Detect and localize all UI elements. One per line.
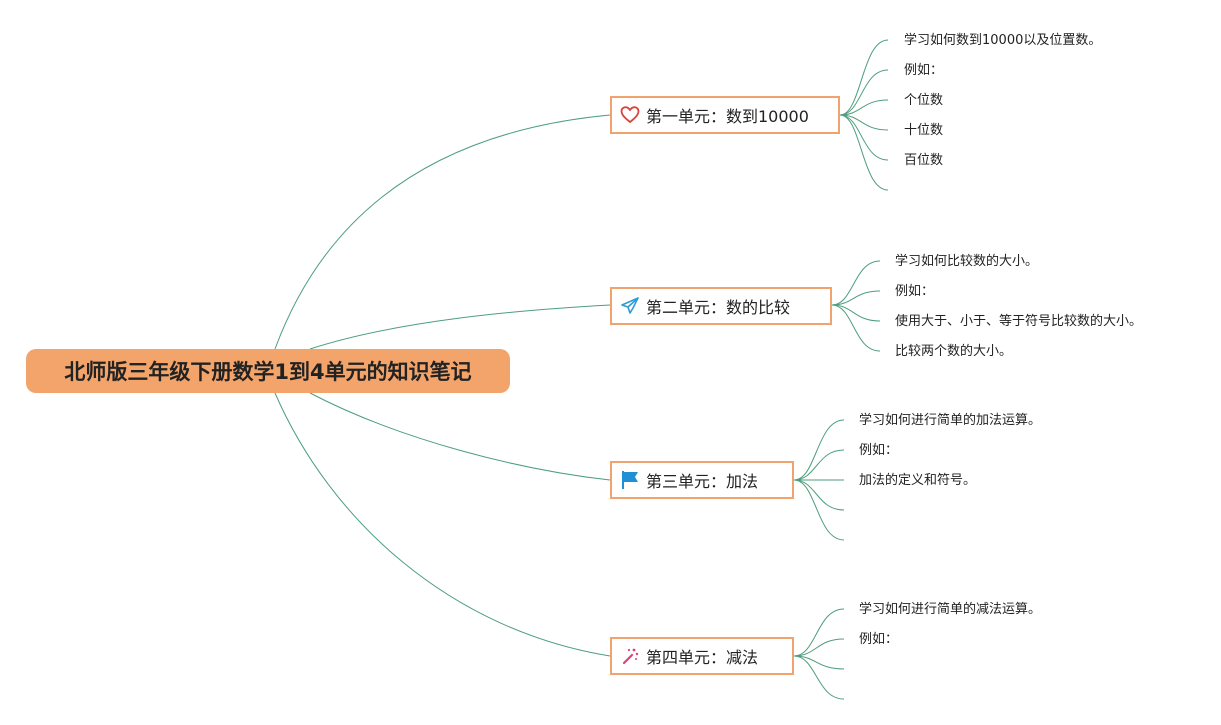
unit-2-item-1[interactable]: 学习如何比较数的大小。 — [895, 254, 1039, 269]
unit-4-topic[interactable]: 第四单元：减法 — [610, 637, 794, 675]
root-topic[interactable]: 北师版三年级下册数学1到4单元的知识笔记 — [26, 349, 510, 393]
magic-wand-icon — [620, 646, 640, 666]
paper-plane-icon — [620, 296, 640, 316]
link-unit-2-leaf-1 — [831, 260, 881, 306]
unit-1-item-2[interactable]: 例如： — [904, 63, 944, 78]
unit-1-item-4[interactable]: 十位数 — [904, 123, 944, 138]
link-unit-4-leaf-4 — [793, 655, 845, 700]
link-root-unit-1 — [274, 114, 611, 350]
link-root-unit-3 — [309, 392, 611, 481]
unit-2-label: 第二单元：数的比较 — [646, 298, 791, 317]
unit-2-item-4[interactable]: 比较两个数的大小。 — [895, 344, 1013, 359]
link-unit-3-leaf-5 — [793, 479, 845, 541]
link-unit-3-leaf-4 — [793, 479, 845, 511]
unit-3-item-3[interactable]: 加法的定义和符号。 — [859, 473, 977, 488]
unit-4-item-2[interactable]: 例如： — [859, 632, 899, 647]
flag-icon — [620, 470, 640, 490]
link-root-unit-2 — [309, 304, 611, 350]
unit-1-topic[interactable]: 第一单元：数到10000 — [610, 96, 840, 134]
link-unit-2-leaf-4 — [831, 304, 881, 352]
link-unit-2-leaf-2 — [831, 290, 881, 306]
unit-3-item-1[interactable]: 学习如何进行简单的加法运算。 — [859, 413, 1042, 428]
unit-2-topic[interactable]: 第二单元：数的比较 — [610, 287, 832, 325]
link-root-unit-4 — [274, 392, 611, 657]
unit-1-item-3[interactable]: 个位数 — [904, 93, 944, 108]
link-unit-1-leaf-2 — [839, 69, 889, 116]
unit-2-item-2[interactable]: 例如： — [895, 284, 935, 299]
unit-4-item-1[interactable]: 学习如何进行简单的减法运算。 — [859, 602, 1042, 617]
root-topic-label: 北师版三年级下册数学1到4单元的知识笔记 — [64, 360, 472, 384]
unit-2-item-3[interactable]: 使用大于、小于、等于符号比较数的大小。 — [895, 314, 1143, 329]
unit-3-item-2[interactable]: 例如： — [859, 443, 899, 458]
link-unit-3-leaf-2 — [793, 449, 845, 481]
unit-4-label: 第四单元：减法 — [646, 648, 759, 667]
link-unit-3-leaf-1 — [793, 419, 845, 481]
unit-1-label: 第一单元：数到10000 — [646, 107, 809, 126]
unit-3-label: 第三单元：加法 — [646, 472, 759, 491]
unit-3-topic[interactable]: 第三单元：加法 — [610, 461, 794, 499]
unit-1-item-5[interactable]: 百位数 — [904, 153, 944, 168]
link-unit-1-leaf-6 — [839, 114, 889, 191]
link-unit-1-leaf-3 — [839, 99, 889, 116]
heart-icon — [620, 105, 640, 125]
link-unit-1-leaf-1 — [839, 39, 889, 116]
link-unit-1-leaf-5 — [839, 114, 889, 161]
link-unit-4-leaf-2 — [793, 638, 845, 657]
unit-1-item-1[interactable]: 学习如何数到10000以及位置数。 — [904, 33, 1102, 48]
link-unit-4-leaf-1 — [793, 608, 845, 657]
